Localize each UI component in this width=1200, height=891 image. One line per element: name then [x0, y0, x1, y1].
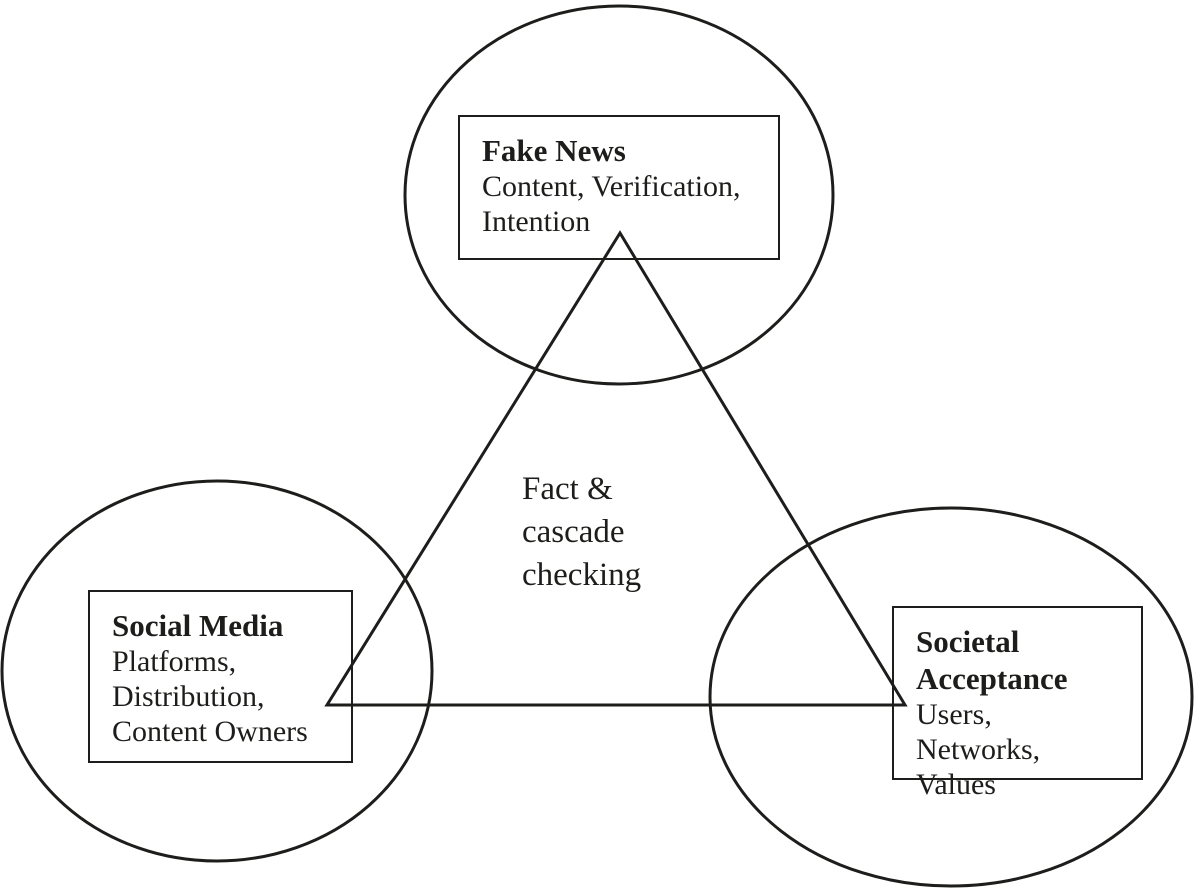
center-label-fact-cascade-checking: Fact & cascade checking — [522, 471, 642, 593]
societal-acceptance-details: Users, Networks, Values — [916, 698, 1041, 801]
fake-news-details: Content, Verification, Intention — [482, 170, 741, 238]
triangle-connector — [324, 230, 908, 707]
societal-acceptance-title: Societal Acceptance — [916, 624, 1068, 696]
societal-acceptance-box: Societal Acceptance Users, Networks, Val… — [892, 606, 1143, 801]
ellipse-social-media — [0, 479, 434, 863]
social-media-details: Platforms, Distribution, Content Owners — [112, 645, 308, 748]
fake-news-title: Fake News — [482, 133, 626, 168]
ellipse-societal-acceptance — [708, 506, 1194, 888]
ellipse-fake-news — [403, 4, 835, 386]
fake-news-box: Fake News Content, Verification, Intenti… — [458, 115, 780, 260]
social-media-title: Social Media — [112, 608, 284, 643]
social-media-box: Social Media Platforms, Distribution, Co… — [88, 590, 353, 763]
